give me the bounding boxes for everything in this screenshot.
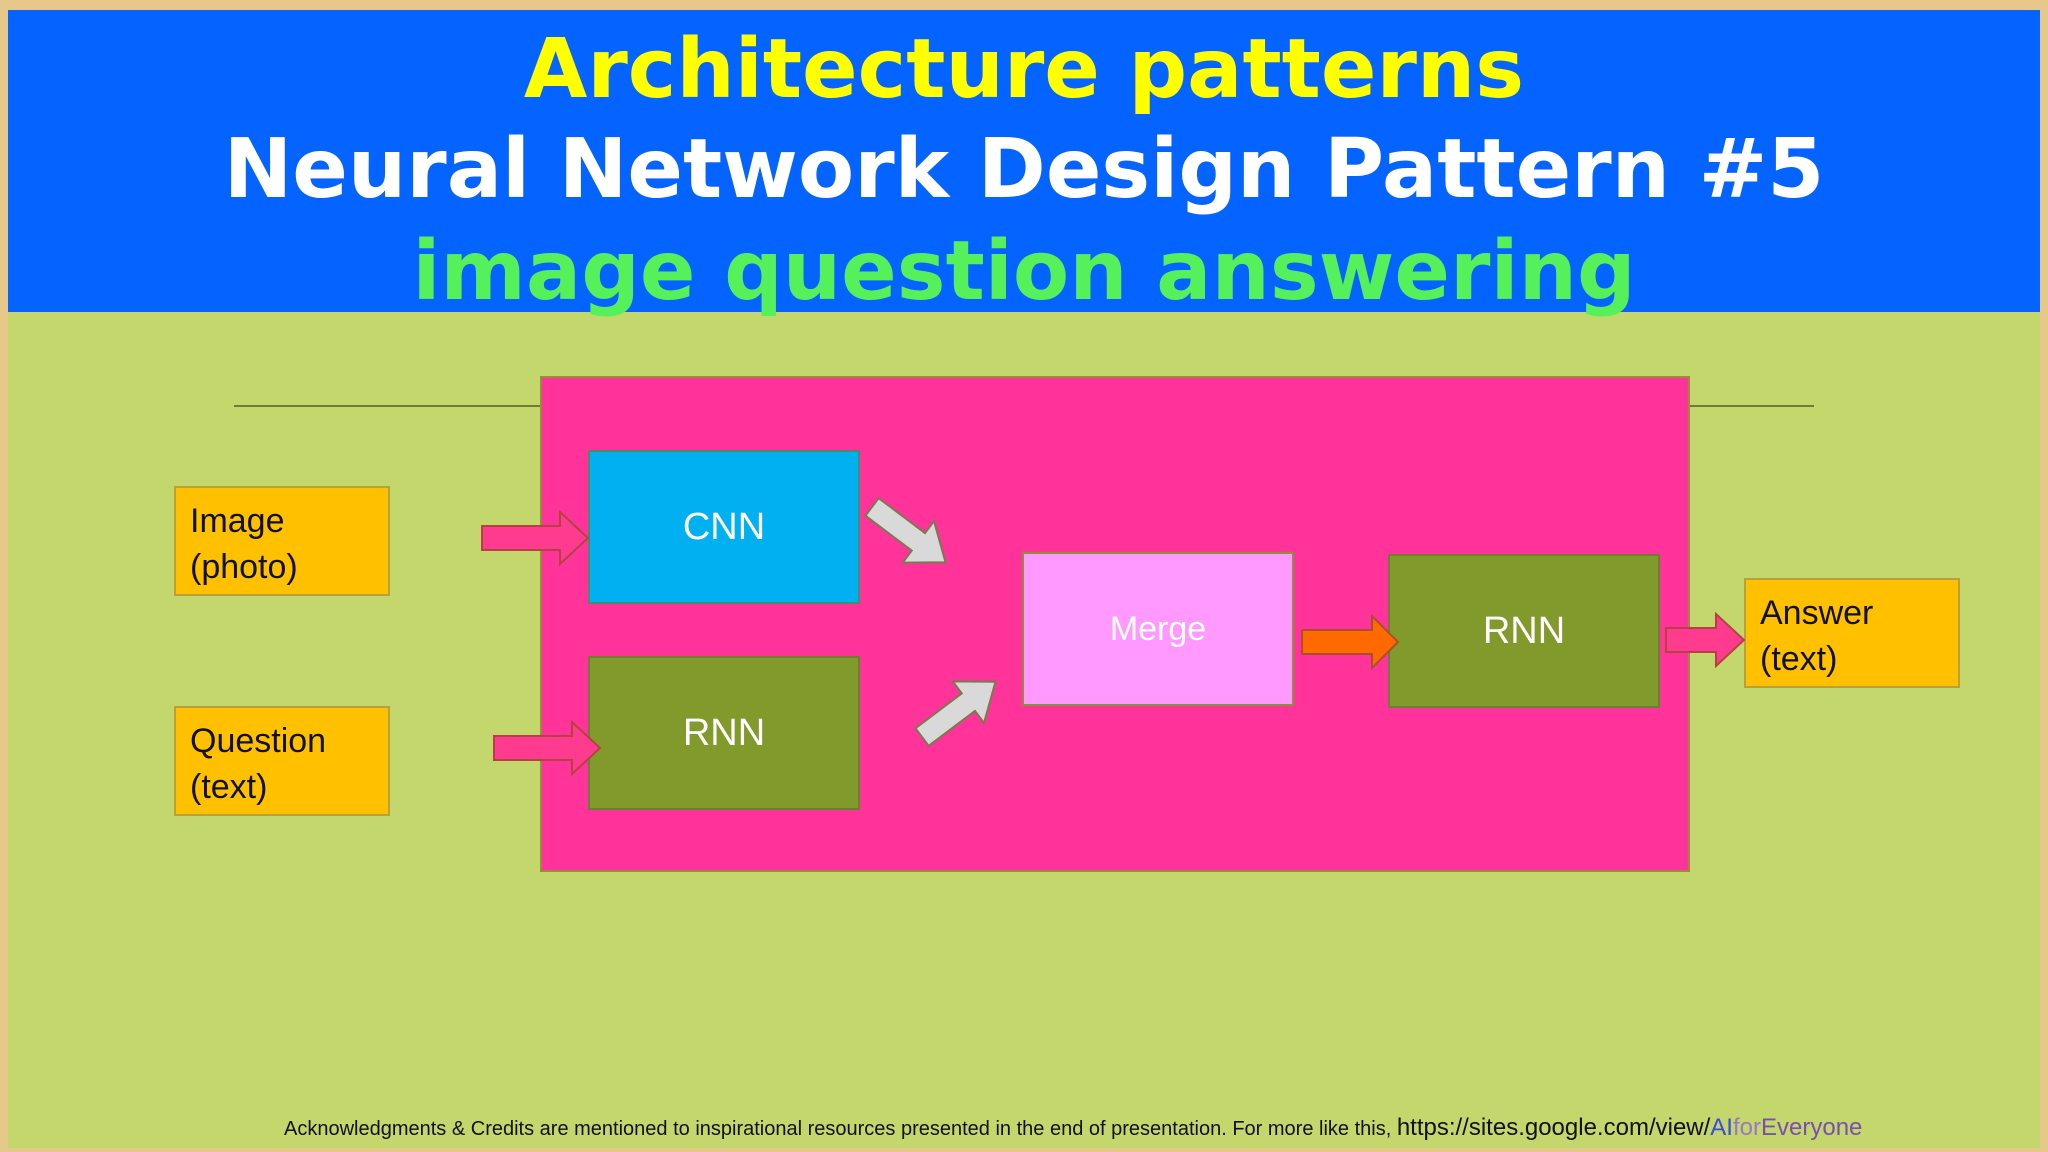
divider-right [1690,405,1814,407]
divider-left [234,405,544,407]
cnn-block: CNN [588,450,860,604]
arrow-cnn-to-merge [864,496,947,564]
rnn-decoder-block: RNN [1388,554,1660,708]
rnn-encoder-block: RNN [588,656,860,810]
answer-output-label: Answer (text) [1744,578,1960,688]
arrow-merge-to-rnn [1301,613,1400,671]
footer-url-ai: AI [1710,1114,1733,1141]
slide: Architecture patterns Neural Network Des… [8,10,2040,1148]
footer-url[interactable]: https://sites.google.com/view/AIforEvery… [1397,1114,1863,1141]
footer-credits-text: Acknowledgments & Credits are mentioned … [284,1118,1392,1140]
title-banner: Architecture patterns Neural Network Des… [8,10,2040,319]
merge-block: Merge [1022,552,1294,706]
image-input-label: Image (photo) [174,486,390,596]
arrow-rnn-to-merge [914,680,997,748]
footer-url-everyone: Everyone [1761,1114,1863,1141]
title-design-pattern: Neural Network Design Pattern #5 [223,122,1825,217]
arrow-rnn-to-answer [1665,611,1746,669]
title-image-question-answering: image question answering [412,224,1636,319]
footer-url-for: for [1732,1114,1761,1141]
arrow-question-to-rnn [493,719,602,777]
title-architecture-patterns: Architecture patterns [523,22,1525,117]
footer-url-prefix: https://sites.google.com/view/ [1396,1114,1711,1141]
arrow-image-to-cnn [481,509,590,567]
question-input-label: Question (text) [174,706,390,816]
footer-credits: Acknowledgments & Credits are mentioned … [284,1114,1862,1142]
